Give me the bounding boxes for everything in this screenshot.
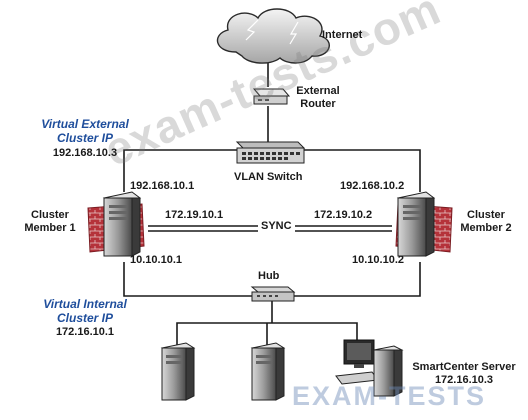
member1-internal-ip: 10.10.10.1 bbox=[130, 254, 182, 266]
member2-internal-ip: 10.10.10.2 bbox=[352, 254, 404, 266]
sync-label: SYNC bbox=[258, 220, 295, 233]
external-router-label-line1: External bbox=[296, 85, 340, 97]
workstation-icon bbox=[335, 339, 404, 397]
member2-sync-ip: 172.19.10.2 bbox=[314, 209, 373, 221]
smartcenter-name: SmartCenter Server bbox=[412, 361, 516, 373]
server-tower-icon bbox=[102, 191, 142, 257]
member2-external-ip: 192.168.10.2 bbox=[340, 180, 405, 192]
virtual-external-ip: 192.168.10.3 bbox=[52, 147, 118, 159]
vlan-switch-label: VLAN Switch bbox=[234, 171, 303, 183]
internet-label: Internet bbox=[322, 29, 363, 41]
server-tower-icon bbox=[160, 342, 196, 401]
switch-icon bbox=[235, 141, 306, 164]
cloud-icon bbox=[216, 8, 330, 64]
server-tower-icon bbox=[250, 342, 286, 401]
virtual-internal-label-line2: Cluster IP bbox=[56, 311, 113, 325]
member1-external-ip: 192.168.10.1 bbox=[130, 180, 195, 192]
member1-sync-ip: 172.19.10.1 bbox=[165, 209, 224, 221]
virtual-internal-ip: 172.16.10.1 bbox=[55, 326, 115, 338]
cluster-member-1-label-line2: Member 1 bbox=[24, 222, 76, 234]
cluster-member-1-graphic bbox=[87, 191, 145, 257]
cluster-member-2-label: Cluster Member 2 bbox=[455, 209, 517, 235]
hub-icon bbox=[250, 286, 296, 302]
cluster-member-1-label: Cluster Member 1 bbox=[20, 209, 80, 235]
hub-label: Hub bbox=[258, 270, 280, 282]
server-tower-icon bbox=[396, 191, 436, 257]
router-icon bbox=[252, 88, 291, 105]
external-router-label: External Router bbox=[290, 85, 346, 111]
virtual-external-label: Virtual External Cluster IP bbox=[30, 117, 140, 145]
cluster-member-2-label-line2: Member 2 bbox=[460, 222, 512, 234]
external-router-label-line2: Router bbox=[300, 98, 336, 110]
smartcenter-ip: 172.16.10.3 bbox=[434, 374, 494, 386]
virtual-internal-label: Virtual Internal Cluster IP bbox=[30, 297, 140, 325]
virtual-external-label-line1: Virtual External bbox=[41, 117, 129, 131]
virtual-external-label-line2: Cluster IP bbox=[56, 131, 113, 145]
virtual-internal-label-line1: Virtual Internal bbox=[43, 297, 127, 311]
cluster-member-2-graphic bbox=[395, 191, 453, 257]
cluster-member-2-label-line1: Cluster bbox=[467, 209, 505, 221]
smartcenter-label: SmartCenter Server 172.16.10.3 bbox=[404, 361, 524, 387]
cluster-member-1-label-line1: Cluster bbox=[31, 209, 69, 221]
